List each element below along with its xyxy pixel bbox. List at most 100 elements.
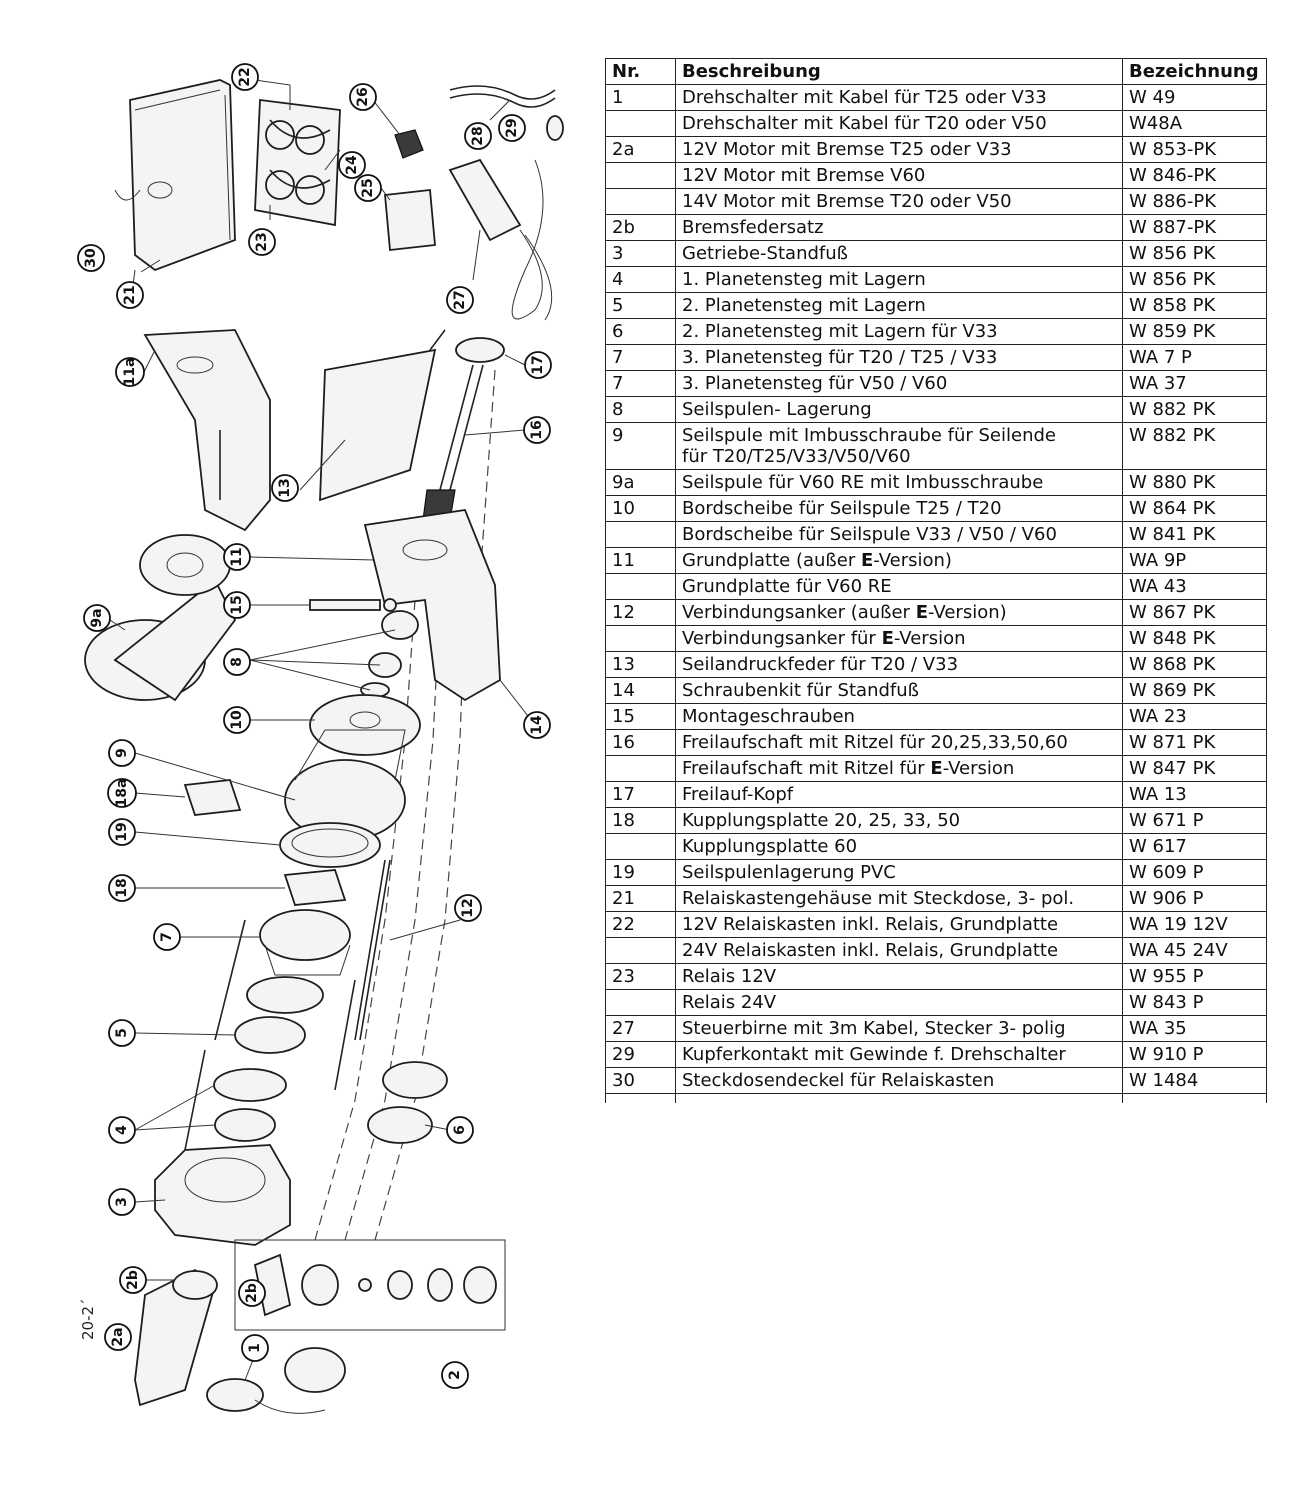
cell-nr <box>605 755 676 782</box>
cell-code: WA 9P <box>1122 547 1267 574</box>
svg-text:4: 4 <box>114 1125 130 1135</box>
svg-text:12: 12 <box>460 898 476 917</box>
header-beschreibung: Beschreibung <box>675 58 1123 85</box>
callout-14: 14 <box>523 711 551 739</box>
callout-29: 29 <box>498 114 526 142</box>
cell-nr: 11 <box>605 547 676 574</box>
callout-18a: 18a <box>107 778 137 808</box>
svg-text:17: 17 <box>530 355 546 374</box>
cell-nr: 14 <box>605 677 676 704</box>
svg-text:2b: 2b <box>244 1283 260 1303</box>
cell-desc: Steuerbirne mit 3m Kabel, Stecker 3- pol… <box>675 1015 1123 1042</box>
svg-text:14: 14 <box>529 715 545 735</box>
callout-2: 2 <box>441 1361 469 1389</box>
cell-code: W 847 PK <box>1122 755 1267 782</box>
callout-2b: 2b <box>119 1266 147 1294</box>
exploded-view-svg: 20-2´ 22 26 28 29 21 30 25 23 24 27 11a … <box>77 63 564 1414</box>
cell-code: W 869 PK <box>1122 677 1267 704</box>
exploded-parts-drawing: 20-2´ 22 26 28 29 21 30 25 23 24 27 11a … <box>55 40 590 1450</box>
cell-nr: 16 <box>605 729 676 756</box>
cell-nr: 8 <box>605 396 676 423</box>
cell-nr: 7 <box>605 344 676 371</box>
cell-desc-line1: Seilspule mit Imbusschraube für Seilende <box>682 425 1056 446</box>
table-header-row: Nr. Beschreibung Bezeichnung <box>605 58 1267 85</box>
callout-3: 3 <box>108 1188 136 1216</box>
cell-nr: 2a <box>605 136 676 163</box>
cell-nr: 6 <box>605 318 676 345</box>
cell-code: W 859 PK <box>1122 318 1267 345</box>
filler-cell <box>605 1093 676 1103</box>
svg-text:21: 21 <box>122 285 138 304</box>
cell-nr: 22 <box>605 911 676 938</box>
svg-text:6: 6 <box>452 1125 468 1135</box>
svg-text:28: 28 <box>470 126 486 145</box>
svg-text:11: 11 <box>229 547 245 566</box>
cell-desc: 24V Relaiskasten inkl. Relais, Grundplat… <box>675 937 1123 964</box>
cell-code: WA 45 24V <box>1122 937 1267 964</box>
drawing-side-code: 20-2´ <box>79 1298 97 1340</box>
svg-text:16: 16 <box>529 420 545 439</box>
cell-desc: Freilaufschaft mit Ritzel für 20,25,33,5… <box>675 729 1123 756</box>
cell-nr: 1 <box>605 84 676 111</box>
svg-text:1: 1 <box>247 1343 263 1353</box>
control-pendant <box>448 158 553 321</box>
cell-nr: 4 <box>605 266 676 293</box>
rope-pressure-spring <box>319 329 446 502</box>
cell-desc: Montageschrauben <box>675 703 1123 730</box>
svg-text:29: 29 <box>504 118 520 137</box>
cell-nr <box>605 162 676 189</box>
svg-text:7: 7 <box>159 932 175 942</box>
cell-desc: Schraubenkit für Standfuß <box>675 677 1123 704</box>
relay-box-housing <box>114 79 236 272</box>
cell-code: W 853-PK <box>1122 136 1267 163</box>
desc-e-version: E <box>881 628 894 649</box>
cell-nr <box>605 833 676 860</box>
flange-disc <box>309 694 421 756</box>
cell-nr: 27 <box>605 1015 676 1042</box>
callout-leader-lines <box>109 79 536 1381</box>
callout-9: 9 <box>108 739 136 767</box>
svg-text:18a: 18a <box>114 779 130 808</box>
desc-part: Grundplatte (außer <box>682 550 861 571</box>
rotary-switch-1 <box>206 1378 326 1414</box>
cell-code: W 871 PK <box>1122 729 1267 756</box>
cell-desc: 2. Planetensteg mit Lagern für V33 <box>675 318 1123 345</box>
spool-bearings <box>360 610 419 698</box>
spool-bearing-pvc <box>279 822 381 868</box>
callout-4: 4 <box>108 1116 136 1144</box>
cell-desc: Seilspulen- Lagerung <box>675 396 1123 423</box>
cell-code: W 617 <box>1122 833 1267 860</box>
cell-code: W 864 PK <box>1122 495 1267 522</box>
cell-nr <box>605 188 676 215</box>
cell-code: WA 35 <box>1122 1015 1267 1042</box>
desc-part: -Version <box>942 758 1015 779</box>
svg-text:15: 15 <box>229 595 245 614</box>
cell-nr: 15 <box>605 703 676 730</box>
desc-part: -Version) <box>927 602 1007 623</box>
cell-desc: Relaiskastengehäuse mit Steckdose, 3- po… <box>675 885 1123 912</box>
cell-code: W48A <box>1122 110 1267 137</box>
cell-code: WA 19 12V <box>1122 911 1267 938</box>
callout-10: 10 <box>223 706 251 734</box>
callout-24: 24 <box>338 151 366 179</box>
svg-text:13: 13 <box>277 478 293 497</box>
cell-code: W 843 P <box>1122 989 1267 1016</box>
svg-text:2a: 2a <box>110 1327 126 1346</box>
cell-code: W 671 P <box>1122 807 1267 834</box>
header-nr: Nr. <box>605 58 676 85</box>
callout-28: 28 <box>464 122 492 150</box>
cell-nr: 9a <box>605 469 676 496</box>
cell-nr <box>605 521 676 548</box>
cell-code: W 910 P <box>1122 1041 1267 1068</box>
